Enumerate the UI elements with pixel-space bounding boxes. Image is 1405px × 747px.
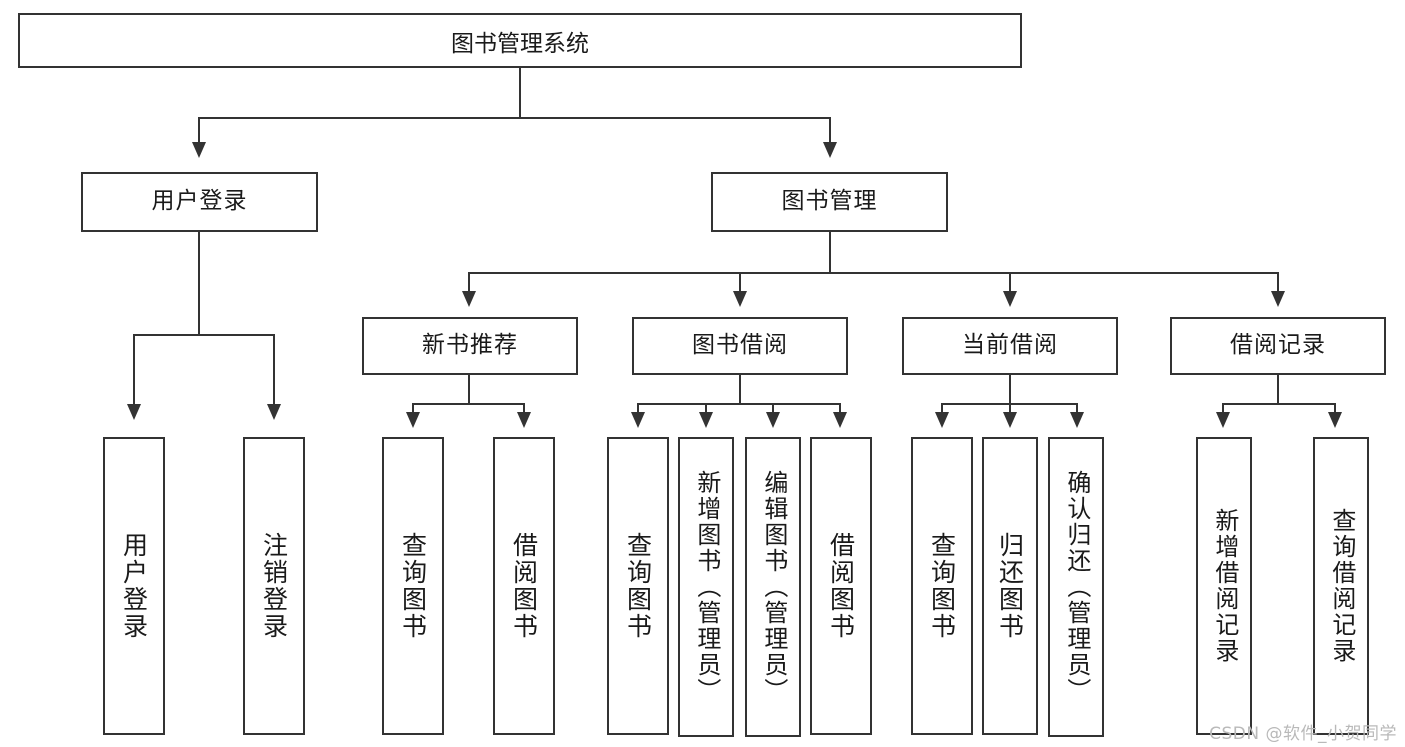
connector-root-stem [519, 68, 521, 118]
connector-to-new-book-recommend [468, 272, 470, 294]
connector-cb-leaf1 [941, 403, 943, 415]
leaf-edit-book-admin[interactable]: 编辑图书（管理员） [745, 437, 801, 737]
node-label: 借阅图书 [826, 532, 856, 640]
arrowhead-user-login [192, 142, 206, 158]
node-label: 新增图书（管理员） [692, 470, 721, 704]
leaf-add-book-admin[interactable]: 新增图书（管理员） [678, 437, 734, 737]
arrowhead-book-borrow [733, 291, 747, 307]
leaf-confirm-return-admin[interactable]: 确认归还（管理员） [1048, 437, 1104, 737]
connector-level1-bus [199, 117, 831, 119]
connector-to-book-management [829, 117, 831, 145]
connector-book-borrow-bus [637, 403, 841, 405]
node-label: 借阅记录 [1230, 332, 1326, 359]
arrowhead-bb-leaf1 [631, 412, 645, 428]
node-book-management[interactable]: 图书管理 [711, 172, 948, 232]
connector-borrow-record-bus [1222, 403, 1335, 405]
arrowhead-br-leaf1 [1216, 412, 1230, 428]
connector-book-management-stem [829, 232, 831, 274]
node-label: 查询图书 [927, 532, 957, 640]
arrowhead-cb-leaf2 [1003, 412, 1017, 428]
leaf-logout[interactable]: 注销登录 [243, 437, 305, 735]
connector-bb-leaf4 [839, 403, 841, 415]
node-root-book-management-system[interactable]: 图书管理系统 [18, 13, 1022, 68]
arrowhead-nb-leaf1 [406, 412, 420, 428]
connector-current-borrow-stem [1009, 375, 1011, 404]
node-label: 查询图书 [398, 532, 428, 640]
connector-to-user-login [198, 117, 200, 145]
node-label: 新增借阅记录 [1210, 508, 1239, 664]
leaf-user-login[interactable]: 用户登录 [103, 437, 165, 735]
arrowhead-nb-leaf2 [517, 412, 531, 428]
connector-to-current-borrow [1009, 272, 1011, 294]
connector-to-book-borrow [739, 272, 741, 294]
arrowhead-bb-leaf4 [833, 412, 847, 428]
connector-new-book-leaf1 [412, 403, 414, 415]
connector-br-leaf2 [1334, 403, 1336, 415]
leaf-query-borrow-record[interactable]: 查询借阅记录 [1313, 437, 1369, 735]
arrowhead-current-borrow [1003, 291, 1017, 307]
node-label: 编辑图书（管理员） [759, 470, 788, 704]
leaf-add-borrow-record[interactable]: 新增借阅记录 [1196, 437, 1252, 735]
connector-user-login-leaf2 [273, 334, 275, 406]
node-label: 图书管理 [781, 188, 878, 215]
leaf-borrow-book[interactable]: 借阅图书 [810, 437, 872, 735]
connector-cb-leaf3 [1076, 403, 1078, 415]
node-label: 归还图书 [995, 532, 1025, 640]
arrowhead-cb-leaf1 [935, 412, 949, 428]
arrowhead-leaf-user-login [127, 404, 141, 420]
node-borrow-record[interactable]: 借阅记录 [1170, 317, 1386, 375]
node-label: 注销登录 [259, 532, 289, 640]
node-label: 确认归还（管理员） [1062, 470, 1091, 704]
arrowhead-book-management [823, 142, 837, 158]
node-label: 图书管理系统 [451, 30, 589, 57]
leaf-query-book-recommend[interactable]: 查询图书 [382, 437, 444, 735]
leaf-return-book[interactable]: 归还图书 [982, 437, 1038, 735]
arrowhead-new-book-recommend [462, 291, 476, 307]
csdn-watermark: CSDN @软件_小贺同学 [1209, 724, 1397, 744]
node-label: 新书推荐 [422, 332, 518, 359]
connector-br-leaf1 [1222, 403, 1224, 415]
node-label: 借阅图书 [509, 532, 539, 640]
arrowhead-br-leaf2 [1328, 412, 1342, 428]
leaf-query-book-current[interactable]: 查询图书 [911, 437, 973, 735]
connector-bb-leaf1 [637, 403, 639, 415]
node-new-book-recommend[interactable]: 新书推荐 [362, 317, 578, 375]
arrowhead-bb-leaf2 [699, 412, 713, 428]
node-label: 查询图书 [623, 532, 653, 640]
connector-user-login-bus [133, 334, 274, 336]
connector-bb-leaf3 [772, 403, 774, 415]
connector-bb-leaf2 [705, 403, 707, 415]
leaf-borrow-book-recommend[interactable]: 借阅图书 [493, 437, 555, 735]
node-label: 用户登录 [119, 532, 149, 640]
connector-new-book-stem [468, 375, 470, 404]
node-label: 用户登录 [151, 188, 248, 215]
node-label: 图书借阅 [692, 332, 788, 359]
node-label: 查询借阅记录 [1327, 508, 1356, 664]
connector-new-book-leaf2 [523, 403, 525, 415]
arrowhead-cb-leaf3 [1070, 412, 1084, 428]
leaf-query-book-borrow[interactable]: 查询图书 [607, 437, 669, 735]
node-user-login[interactable]: 用户登录 [81, 172, 318, 232]
connector-new-book-bus [412, 403, 525, 405]
arrowhead-leaf-logout [267, 404, 281, 420]
connector-cb-leaf2 [1009, 403, 1011, 415]
arrowhead-borrow-record [1271, 291, 1285, 307]
arrowhead-bb-leaf3 [766, 412, 780, 428]
node-label: 当前借阅 [962, 332, 1058, 359]
connector-borrow-record-stem [1277, 375, 1279, 404]
connector-user-login-leaf1 [133, 334, 135, 406]
connector-book-borrow-stem [739, 375, 741, 404]
connector-user-login-stem [198, 232, 200, 335]
node-current-borrow[interactable]: 当前借阅 [902, 317, 1118, 375]
connector-level3-bus [468, 272, 1279, 274]
node-book-borrow[interactable]: 图书借阅 [632, 317, 848, 375]
connector-to-borrow-record [1277, 272, 1279, 294]
